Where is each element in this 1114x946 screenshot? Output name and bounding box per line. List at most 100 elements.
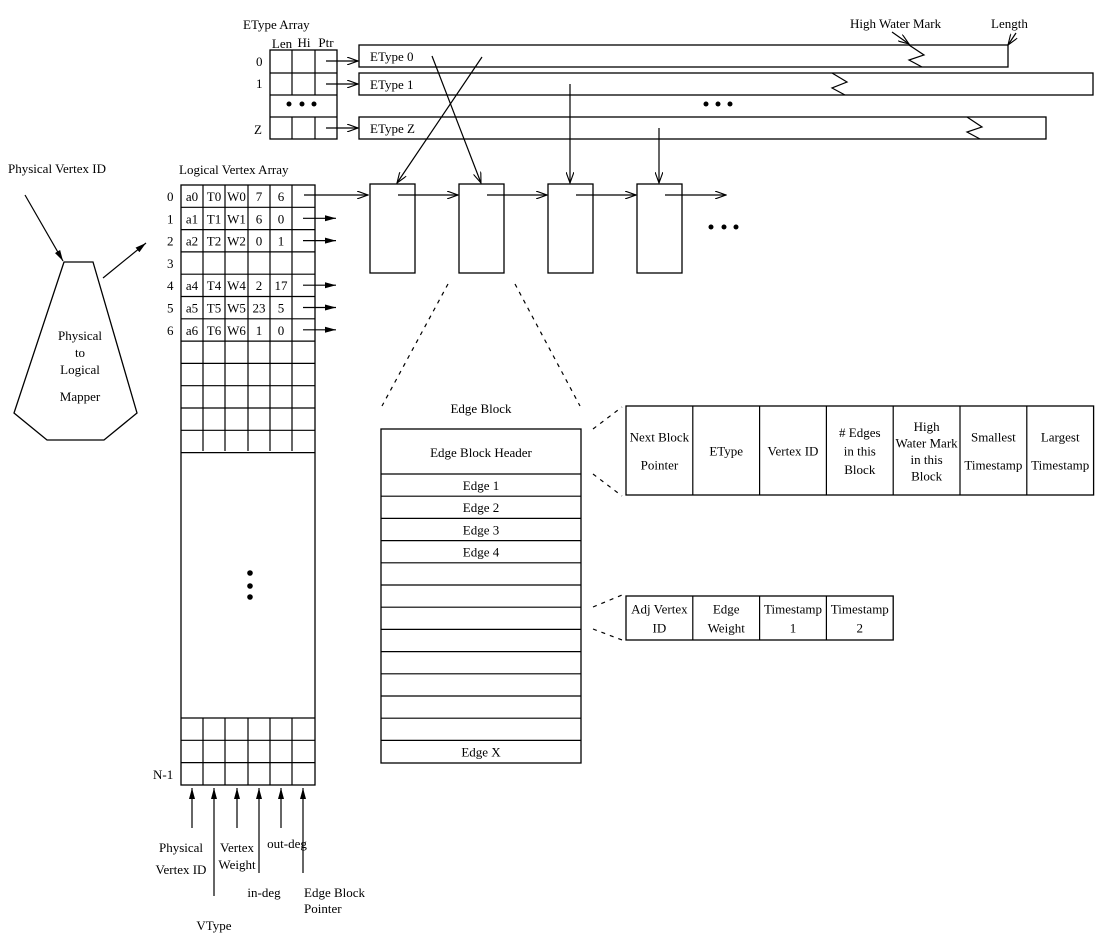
edge-block-box [380,428,582,764]
physical-to-logical-mapper: Physical Vertex ID Physical to Logical M… [8,161,147,441]
column-label-physical-vertex-id: Vertex ID [156,862,207,877]
vertex-cell: W5 [227,301,246,316]
mapper-output-arrow [102,242,147,279]
last-row-label: N-1 [153,767,173,782]
vertex-cell: a5 [186,301,198,316]
field-label-line: Block [844,462,876,477]
etype-bar-z [358,116,1047,140]
edge-block-node [636,183,683,274]
row-index: 2 [167,234,174,249]
row-index: 1 [167,211,174,226]
column-label-edge-block-pointer: Pointer [304,901,342,916]
logical-vertex-array-title: Logical Vertex Array [179,162,289,177]
field-label-line: Timestamp [831,602,889,617]
etype-array-title: EType Array [243,17,310,32]
vertex-row: 3 [167,256,174,271]
vertex-cell: 0 [278,323,285,338]
vertex-cell: 23 [253,301,266,316]
field-label-line: Weight [708,621,746,636]
edge-fields: Adj VertexIDEdgeWeightTimestamp1Timestam… [625,595,894,641]
edge-block-node [547,183,594,274]
length-arrow [1008,32,1016,45]
column-label-vtype: VType [196,918,231,933]
etype-bars: EType 0 EType 1 EType Z High Water Mark … [358,16,1094,140]
ellipsis-dot [286,101,292,107]
etype-link-arrow [431,55,481,183]
vertex-cell: 0 [256,234,263,249]
field-label-line: EType [709,444,743,459]
field-label-line: High [914,419,941,434]
field-label-line: Timestamp [764,602,822,617]
etype-col-hi: Hi [298,35,311,50]
mapper-label-line: Mapper [60,389,101,404]
vertex-cell: T2 [207,234,221,249]
field-label-line: Pointer [641,458,679,473]
zoom-dashed-line [514,283,581,407]
row-index: 6 [167,323,174,338]
zoom-dashed-line [381,283,449,407]
etype-array: EType Array Len Hi Ptr 0 1 Z [243,17,358,140]
etype-row-label: Z [254,122,262,137]
vertex-cell: T0 [207,189,221,204]
vertex-cell: W4 [227,278,246,293]
vertex-cell: 0 [278,211,285,226]
ellipsis-dot [299,101,305,107]
high-water-mark-zigzag [965,116,984,140]
field-label-line: Edge [713,602,740,617]
edge-row: Edge 4 [463,545,500,560]
field-label-line: # Edges [839,425,881,440]
vertex-cell: W1 [227,211,246,226]
field-label-line: Block [911,468,943,483]
vertex-cell: a1 [186,211,198,226]
row-index: 5 [167,301,174,316]
etype-col-len: Len [272,36,293,51]
column-label-vertex-weight: Vertex [220,840,254,855]
block-chain-ellipsis [708,224,739,230]
vertex-cell: 6 [256,211,263,226]
mapper-label-line: Logical [60,362,100,377]
vertex-cell: W6 [227,323,246,338]
field-label-line: 1 [790,621,797,636]
etype-bar-0 [358,44,1009,68]
row-index: 4 [167,278,174,293]
vertex-cell: 7 [256,189,263,204]
etype-bars-ellipsis [703,101,733,107]
etype-bar-label: EType 0 [370,49,414,64]
etype-link-arrow [397,56,483,183]
edge-block-title: Edge Block [450,401,512,416]
length-label: Length [991,16,1028,31]
column-label-out-deg: out-deg [267,836,307,851]
mapper-label-line: Physical [58,328,102,343]
etype-bar-label: EType Z [370,121,415,136]
zoom-dashed-line [592,628,623,641]
edge-row: Edge 2 [463,500,499,515]
field-label-line: Water Mark [896,435,959,450]
vertex-cell: T1 [207,211,221,226]
edge-block-detail: Edge Block Edge Block Header Edge 1Edge … [380,401,623,764]
vertex-cell: 6 [278,189,285,204]
column-label-physical-vertex-id: Physical [159,840,203,855]
field-cell: Timestamp 1 [764,602,822,636]
vertex-cell: 2 [256,278,263,293]
vertex-cell: W0 [227,189,246,204]
field-label-line: in this [911,452,943,467]
vertex-cell: 5 [278,301,285,316]
mapper-label-line: to [75,345,85,360]
edge-block-chain [304,183,739,407]
column-label-edge-block-pointer: Edge Block [304,885,366,900]
field-label-line: Adj Vertex [631,602,688,617]
high-water-mark-zigzag [907,44,926,68]
column-label-in-deg: in-deg [247,885,281,900]
etype-bar-1 [358,72,1094,96]
